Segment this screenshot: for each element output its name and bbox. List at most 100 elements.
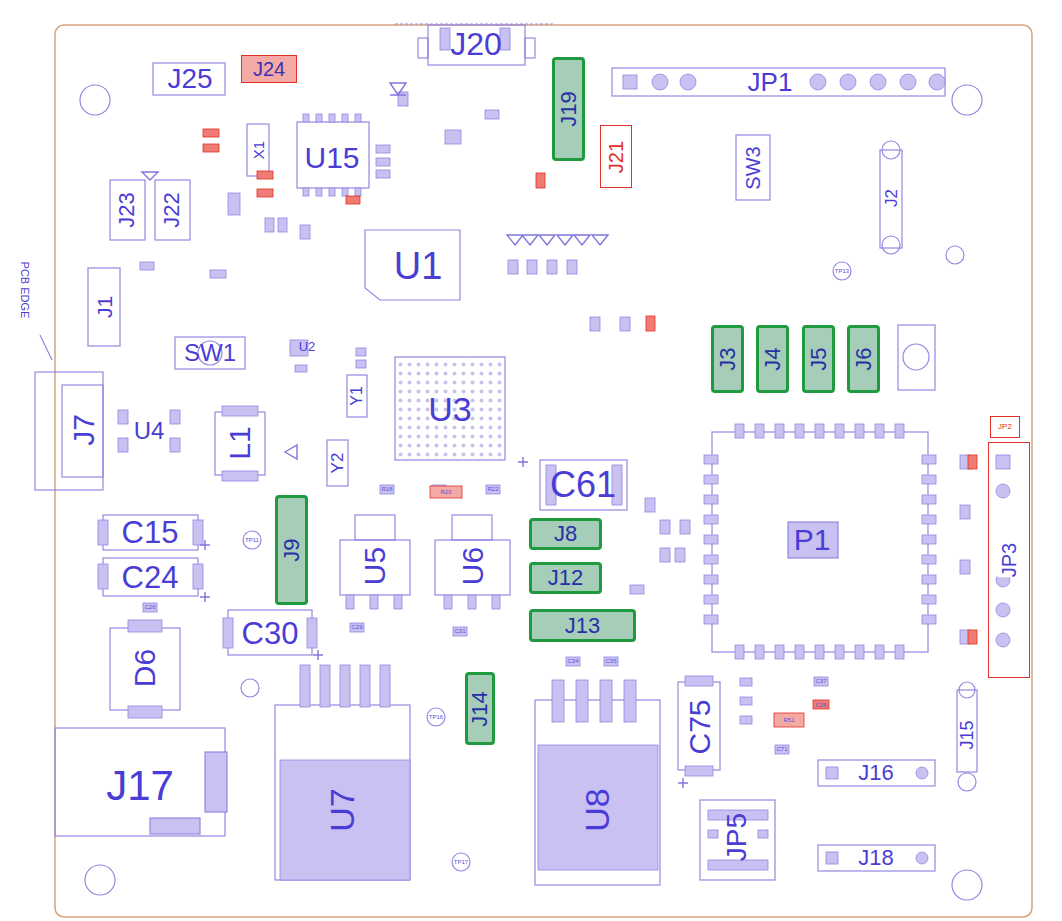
jumper-outline xyxy=(957,690,977,772)
test-point xyxy=(241,679,259,697)
silkscreen-shape xyxy=(922,595,936,604)
silkscreen-shape xyxy=(278,218,287,232)
silkscreen-shape xyxy=(660,548,670,562)
silkscreen-shape xyxy=(604,657,618,666)
silkscreen-shape xyxy=(394,595,402,609)
highlight-box: J6 xyxy=(847,325,880,393)
silkscreen-shape xyxy=(600,680,612,722)
designator: Y2 xyxy=(329,453,346,474)
designator: U4 xyxy=(134,419,165,443)
capacitor-outline xyxy=(540,460,627,510)
silkscreen-shape xyxy=(704,555,718,564)
silkscreen-shape xyxy=(142,83,688,788)
designator: J16 xyxy=(858,762,893,784)
silkscreen-shape xyxy=(660,520,670,534)
designator: JP5 xyxy=(723,813,751,861)
silkscreen-shape xyxy=(922,615,936,624)
silkscreen-shape xyxy=(740,678,752,686)
silkscreen-shape xyxy=(922,495,936,504)
silkscreen-shape xyxy=(810,74,826,90)
silkscreen-shape xyxy=(128,620,162,632)
mounting-hole xyxy=(952,870,982,900)
polarity-mark xyxy=(518,457,528,467)
silkscreen-shape xyxy=(900,74,916,90)
silkscreen-shape xyxy=(346,595,354,609)
silkscreen-shape xyxy=(205,752,227,812)
highlight-pad xyxy=(203,129,219,137)
designator: J5 xyxy=(808,347,830,370)
silkscreen-shape xyxy=(704,515,718,524)
highlight-box: J4 xyxy=(756,325,789,393)
silkscreen-shape xyxy=(590,317,600,331)
silkscreen-shape xyxy=(855,645,864,659)
ic-outline xyxy=(297,122,369,188)
silkscreen-shape xyxy=(380,665,390,707)
silkscreen-shape xyxy=(922,535,936,544)
part-label: C34 xyxy=(567,658,578,664)
silkscreen-shape xyxy=(170,410,180,424)
silkscreen-shape xyxy=(645,498,655,512)
polarity-mark xyxy=(313,650,323,660)
silkscreen-shape xyxy=(835,424,844,438)
test-point xyxy=(946,246,964,264)
silkscreen-shape xyxy=(98,28,1010,880)
silkscreen-shape xyxy=(840,74,856,90)
highlight-pad xyxy=(257,189,273,197)
silkscreen-shape xyxy=(508,260,518,274)
designator: J7 xyxy=(69,414,99,446)
silkscreen-shape xyxy=(624,680,636,722)
mounting-hole xyxy=(80,85,110,115)
silkscreen-shape xyxy=(795,424,804,438)
connector-outline xyxy=(88,268,120,346)
silkscreen-shape xyxy=(62,385,103,477)
silkscreen-shape xyxy=(303,114,309,122)
designator: J17 xyxy=(106,765,174,807)
part-label: TP17 xyxy=(454,859,468,865)
silkscreen-shape xyxy=(316,114,322,122)
silkscreen-shape xyxy=(140,262,154,270)
silkscreen-shape xyxy=(98,520,108,545)
designator: J25 xyxy=(167,65,212,93)
connector-outline xyxy=(153,63,225,95)
header-outline xyxy=(818,845,935,871)
highlight-pad xyxy=(646,316,655,331)
silkscreen-shape xyxy=(795,645,804,659)
highlight-box: J13 xyxy=(529,609,636,642)
designator: U15 xyxy=(304,143,359,173)
crystal-outline xyxy=(327,440,348,486)
silkscreen-shape xyxy=(704,595,718,604)
silkscreen-shape xyxy=(922,575,936,584)
silkscreen-shape xyxy=(815,424,824,438)
silkscreen-shape xyxy=(150,818,200,834)
silkscreen-shape xyxy=(895,645,904,659)
silkscreen-shape xyxy=(576,680,588,722)
inductor-outline xyxy=(215,412,265,475)
silkscreen-shape xyxy=(329,188,335,196)
test-point xyxy=(452,853,470,871)
silkscreen-shape xyxy=(118,438,128,452)
silkscreen-shape xyxy=(755,645,764,659)
connector-outline xyxy=(110,180,145,240)
designator: C15 xyxy=(122,517,179,548)
highlight-box: J3 xyxy=(711,325,744,393)
highlight-pad xyxy=(774,713,804,727)
silkscreen-shape xyxy=(300,665,310,707)
marker-box: J21 xyxy=(600,125,632,188)
silkscreen-shape xyxy=(203,129,977,727)
designator: U7 xyxy=(325,788,359,831)
silkscreen-shape xyxy=(960,560,970,574)
designator: J15 xyxy=(958,720,976,749)
silkscreen-shape xyxy=(356,348,366,356)
highlight-box: J8 xyxy=(529,518,602,550)
regulator-outline xyxy=(340,540,410,595)
highlight-pad xyxy=(813,700,829,709)
silkscreen-shape xyxy=(340,665,350,707)
silkscreen-shape xyxy=(303,188,309,196)
silkscreen-shape xyxy=(538,745,658,870)
silkscreen-shape xyxy=(398,92,408,106)
designator: J12 xyxy=(548,567,583,589)
designator: JP3 xyxy=(997,543,1021,577)
silkscreen-shape xyxy=(320,665,330,707)
designator: SW1 xyxy=(184,341,236,365)
leader-line xyxy=(40,335,52,360)
